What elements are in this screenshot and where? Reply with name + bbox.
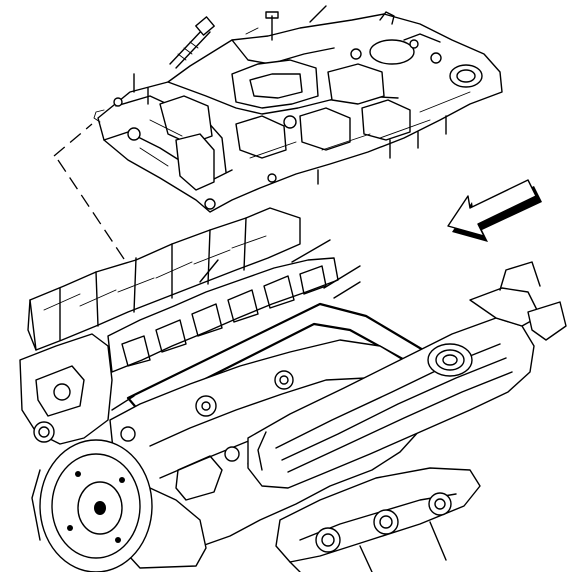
intake-manifold — [93, 11, 503, 213]
harmonic-balancer — [31, 439, 153, 572]
front-arrow-icon — [447, 179, 542, 242]
valve-cover — [247, 261, 567, 489]
alignment-line — [53, 123, 131, 269]
leader-lines — [199, 239, 361, 299]
manifold-bolts — [133, 5, 447, 185]
